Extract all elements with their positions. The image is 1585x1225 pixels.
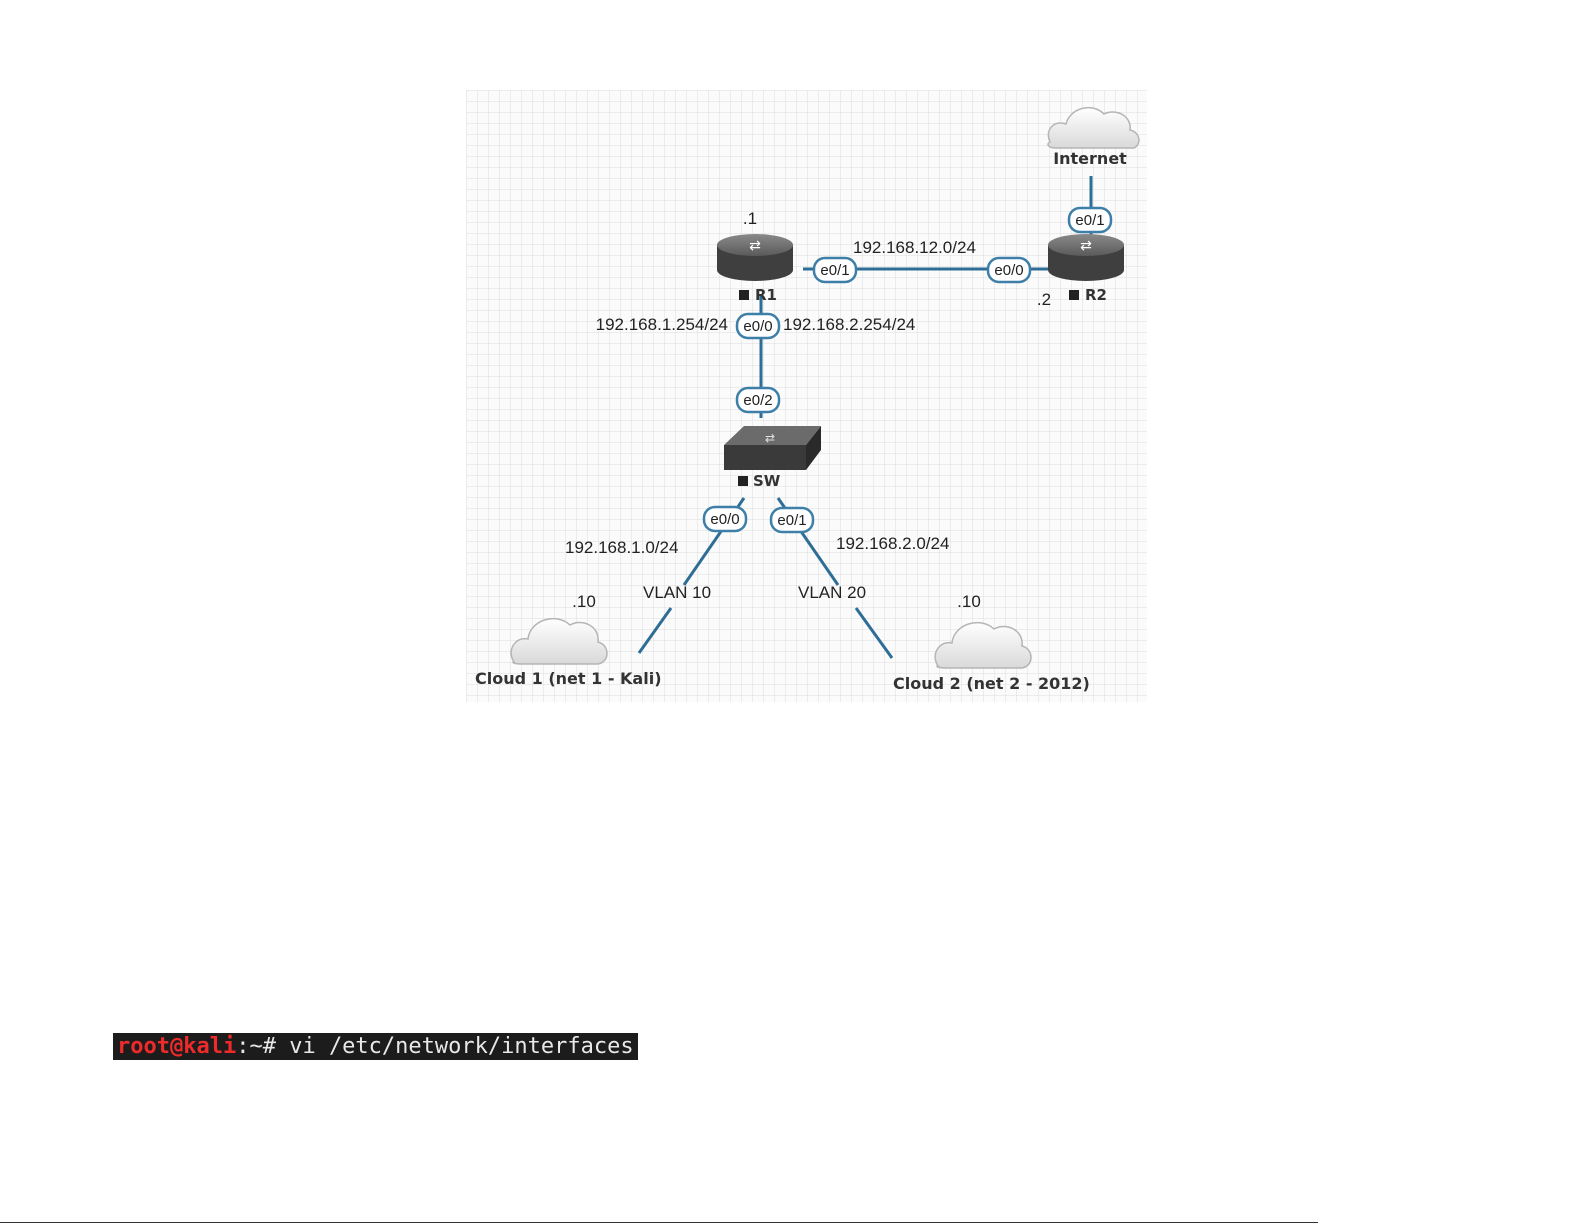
cloud2-label: Cloud 2 (net 2 - 2012) — [893, 674, 1090, 693]
terminal-command: vi /etc/network/interfaces — [289, 1034, 633, 1059]
r2-status-square — [1069, 290, 1079, 300]
svg-text:e0/0: e0/0 — [710, 511, 739, 528]
svg-text:⇄: ⇄ — [1080, 238, 1092, 254]
terminal-user-host: root@kali — [117, 1034, 236, 1059]
svg-text:⇄: ⇄ — [765, 431, 775, 445]
port-r1-e00[interactable]: e0/0 — [737, 314, 779, 338]
page-bottom-divider — [0, 1222, 1318, 1223]
r1-status-square — [739, 290, 749, 300]
port-r1-e01[interactable]: e0/1 — [814, 258, 856, 282]
subnet-net2: 192.168.2.0/24 — [836, 534, 949, 553]
terminal-prompt: :~# — [236, 1034, 289, 1059]
svg-text:e0/0: e0/0 — [743, 318, 772, 335]
network-topology-diagram: Internet ⇄ .1 R1 ⇄ .2 R2 ⇄ SW .10 Cloud … — [466, 90, 1147, 702]
switch-sw-icon[interactable]: ⇄ — [724, 426, 821, 470]
svg-text:e0/1: e0/1 — [820, 262, 849, 279]
sw-status-square — [738, 476, 748, 486]
router-r2-icon[interactable]: ⇄ — [1048, 234, 1124, 281]
port-sw-e02[interactable]: e0/2 — [737, 388, 779, 412]
cloud1-host-address: .10 — [572, 592, 596, 611]
svg-text:e0/0: e0/0 — [994, 262, 1023, 279]
subnet-net1: 192.168.1.0/24 — [565, 538, 678, 557]
cloud2-host-address: .10 — [957, 592, 981, 611]
vlan10-label: VLAN 10 — [643, 583, 711, 602]
svg-text:⇄: ⇄ — [749, 238, 761, 254]
r2-host-address: .2 — [1037, 290, 1051, 309]
svg-text:e0/2: e0/2 — [743, 392, 772, 409]
port-r2-e00[interactable]: e0/0 — [988, 258, 1030, 282]
vlan20-label: VLAN 20 — [798, 583, 866, 602]
router-r1-icon[interactable]: ⇄ — [717, 234, 793, 281]
terminal-command-line: root@kali:~# vi /etc/network/interfaces — [113, 1033, 638, 1060]
sw-label: SW — [753, 472, 781, 490]
r1-gateway-vlan20: 192.168.2.254/24 — [783, 315, 915, 334]
port-sw-e01[interactable]: e0/1 — [771, 508, 813, 532]
r1-label: R1 — [755, 286, 777, 304]
svg-text:e0/1: e0/1 — [777, 512, 806, 529]
subnet-r1-r2: 192.168.12.0/24 — [853, 238, 976, 257]
r1-host-address: .1 — [743, 209, 757, 228]
cloud1-label: Cloud 1 (net 1 - Kali) — [475, 669, 662, 688]
r1-gateway-vlan10: 192.168.1.254/24 — [596, 315, 728, 334]
port-sw-e00[interactable]: e0/0 — [704, 507, 746, 531]
internet-label: Internet — [1053, 149, 1127, 168]
port-r2-e01[interactable]: e0/1 — [1069, 208, 1111, 232]
r2-label: R2 — [1085, 286, 1107, 304]
svg-text:e0/1: e0/1 — [1075, 212, 1104, 229]
